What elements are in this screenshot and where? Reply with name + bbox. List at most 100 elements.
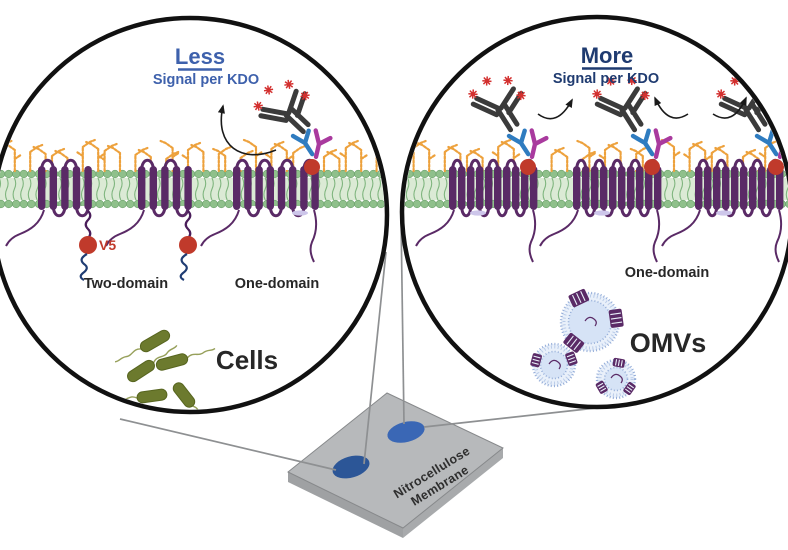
curved-arrow bbox=[537, 98, 573, 120]
lipid-head bbox=[686, 199, 695, 209]
lipid-head bbox=[95, 169, 104, 179]
secondary-antibody-dark bbox=[592, 75, 650, 133]
lipid-head bbox=[376, 199, 385, 209]
cell-body bbox=[127, 359, 155, 383]
blot-side-left bbox=[288, 472, 403, 538]
lps-glycan bbox=[710, 144, 725, 173]
burst-core bbox=[732, 79, 737, 84]
two-domain-label: Two-domain bbox=[84, 276, 168, 292]
one-domain-protein bbox=[573, 158, 662, 218]
hrp-burst-icon bbox=[253, 101, 263, 111]
lipid-head bbox=[217, 199, 226, 209]
barrel-strand bbox=[503, 166, 511, 210]
v5-epitope-ball bbox=[179, 236, 197, 254]
protein-tail bbox=[539, 209, 579, 247]
lipid-head bbox=[671, 169, 680, 179]
antibody-magenta bbox=[653, 128, 673, 160]
omv-lumen bbox=[539, 350, 569, 380]
lipid-head bbox=[557, 169, 566, 179]
lipid-tail-region bbox=[0, 178, 385, 200]
barrel-strand bbox=[61, 166, 69, 210]
nitrocellulose-blot: Nitrocellulose Membrane bbox=[287, 392, 504, 538]
omv-barrel-stripe bbox=[626, 386, 633, 391]
barrel-strand bbox=[476, 166, 484, 210]
lps-glycan bbox=[465, 147, 481, 173]
cells-panel: V5 bbox=[0, 79, 385, 410]
barrel-strand bbox=[289, 166, 297, 210]
curved-arrow bbox=[712, 96, 747, 119]
lipid-head bbox=[110, 169, 120, 179]
periplasmic-linker bbox=[184, 210, 192, 239]
v5-tag-assembly: V5 bbox=[79, 210, 116, 281]
lipid-head bbox=[323, 169, 332, 179]
lipid-head bbox=[435, 199, 444, 209]
curved-arrow bbox=[217, 104, 277, 156]
periplasmic-linker bbox=[84, 210, 92, 239]
omv-membrane-protein bbox=[530, 353, 542, 368]
hrp-burst-icon bbox=[516, 90, 526, 101]
one-domain-label-right: One-domain bbox=[625, 265, 710, 281]
omv-barrel-stripe bbox=[598, 385, 605, 390]
lipid-head bbox=[338, 199, 348, 209]
omv-membrane-protein bbox=[612, 357, 626, 368]
periplasmic-shadow bbox=[716, 210, 732, 216]
cell-body bbox=[172, 382, 196, 408]
barrel-strand bbox=[627, 166, 635, 210]
protein-tail bbox=[105, 209, 145, 247]
barrel-strand bbox=[161, 166, 169, 210]
barrel-strand bbox=[233, 166, 241, 210]
lipid-head bbox=[0, 199, 6, 209]
burst-core bbox=[718, 92, 723, 97]
barrel-strand bbox=[494, 166, 502, 210]
cell-body bbox=[139, 329, 171, 353]
lipid-head bbox=[224, 169, 234, 179]
bacterium bbox=[114, 329, 171, 363]
omv-vesicle bbox=[595, 357, 637, 400]
antibody-magenta bbox=[313, 128, 333, 160]
lipid-head bbox=[671, 199, 680, 209]
lps-glycan bbox=[682, 140, 703, 173]
hrp-burst-icon bbox=[640, 90, 650, 101]
barrel-strand bbox=[758, 166, 766, 210]
omv-barrel-stripe bbox=[569, 360, 577, 364]
omv-barrel-stripe bbox=[628, 383, 635, 389]
lipid-head bbox=[346, 169, 355, 179]
burst-core bbox=[303, 93, 308, 98]
barrel-strand bbox=[485, 166, 493, 210]
omv-barrel-stripe bbox=[610, 317, 622, 320]
antibody-blue bbox=[754, 128, 779, 157]
lipid-head bbox=[420, 169, 429, 179]
flagellum bbox=[192, 405, 213, 410]
barrel-strand bbox=[731, 166, 739, 210]
hrp-burst-icon bbox=[284, 79, 294, 90]
barrel-strand bbox=[521, 166, 529, 210]
hrp-burst-icon bbox=[592, 89, 602, 99]
right-subtitle: Signal per KDO bbox=[553, 71, 659, 87]
lipid-head bbox=[663, 199, 672, 209]
burst-core bbox=[642, 93, 647, 98]
lipid-head bbox=[0, 169, 6, 179]
barrel-strand bbox=[767, 166, 775, 210]
lps-glycan bbox=[386, 152, 398, 171]
barrel-strand bbox=[449, 166, 457, 210]
barrel-strand bbox=[636, 166, 644, 210]
burst-core bbox=[266, 88, 271, 93]
omv-inner-tail bbox=[610, 373, 623, 384]
barrel-strand bbox=[573, 166, 581, 210]
antibody-limbs bbox=[594, 86, 648, 133]
lps-glycan bbox=[550, 146, 565, 173]
barrel-strand bbox=[84, 166, 92, 210]
lipid-head bbox=[110, 199, 120, 209]
lipid-head bbox=[361, 169, 370, 179]
barrel-strand bbox=[618, 166, 626, 210]
barrel-strand bbox=[749, 166, 757, 210]
lps-glycan bbox=[758, 139, 779, 173]
cell-body bbox=[155, 353, 189, 371]
lipid-head bbox=[209, 199, 218, 209]
flagellum bbox=[186, 347, 216, 359]
barrel-strand bbox=[277, 166, 286, 210]
barrel-strand bbox=[582, 166, 590, 210]
protein-tail bbox=[652, 209, 661, 263]
burst-core bbox=[286, 82, 291, 87]
